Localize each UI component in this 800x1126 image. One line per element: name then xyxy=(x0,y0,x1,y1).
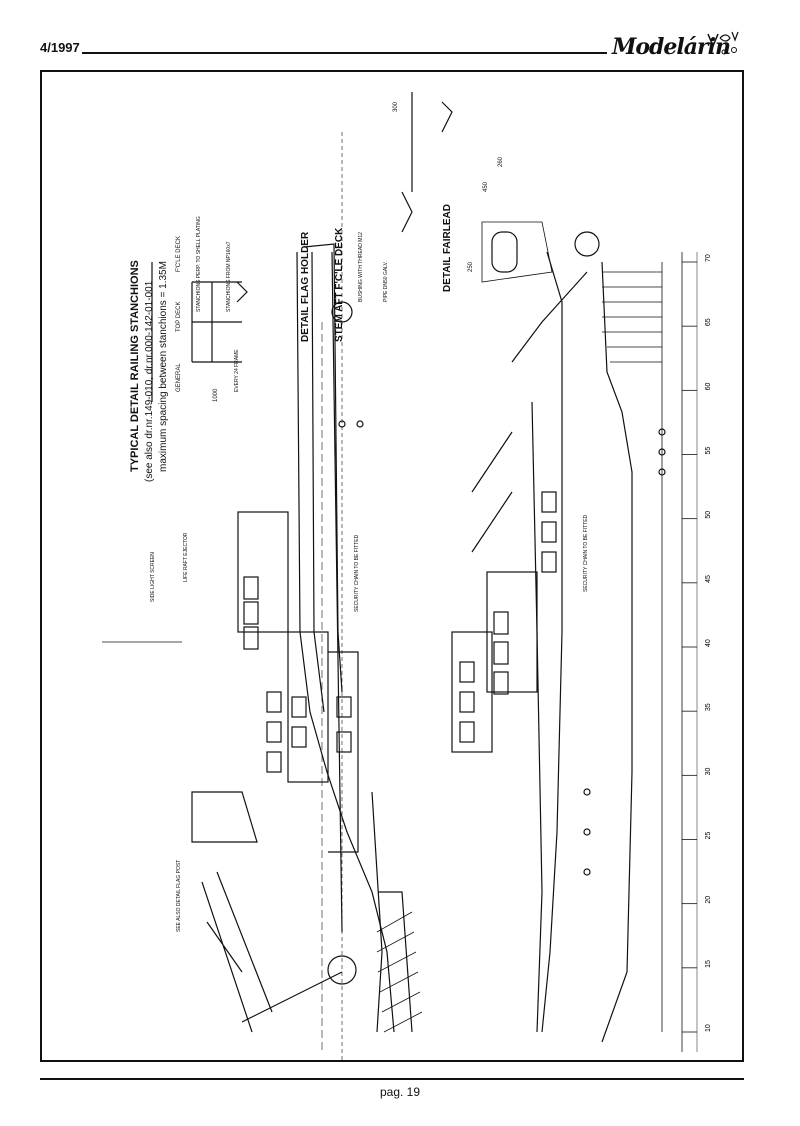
magazine-brand: Modelárin xyxy=(612,34,731,60)
dim-1000: 1000 xyxy=(213,388,219,402)
stanchions-shell-note: STANCHIONS PERP. TO SHELL PLATING xyxy=(196,216,202,312)
upper-wheelhouse xyxy=(237,511,289,633)
security-chain-note-upper: SECURITY CHAIN TO BE FITTED xyxy=(354,534,360,612)
frame-number: 50 xyxy=(705,511,712,519)
header-rule xyxy=(82,52,607,54)
fairlead-detail xyxy=(491,231,518,273)
issue-number: 4/1997 xyxy=(40,40,80,55)
bushing-note: BUSHING WITH THREAD M12 xyxy=(358,232,364,302)
every-frame-note: EVERY 24 FRAME xyxy=(234,349,240,392)
railing-see-also: (see also dr.nr.149-010, dr.nr.000-142-0… xyxy=(144,280,155,482)
lower-hull-outline xyxy=(541,251,563,1033)
stem-deck-title: STEM AFT F'C'LE DECK xyxy=(334,227,345,342)
security-chain-note-lower: SECURITY CHAIN TO BE FITTED xyxy=(583,514,589,592)
drawing-frame: TYPICAL DETAIL RAILING STANCHIONS (see a… xyxy=(40,70,744,1062)
frame-number: 25 xyxy=(705,832,712,840)
footer-rule xyxy=(40,1078,744,1080)
dim-450: 450 xyxy=(483,181,489,192)
dim-300: 300 xyxy=(393,101,399,112)
frame-number: 35 xyxy=(705,703,712,711)
frame-number: 45 xyxy=(705,575,712,583)
frame-number: 10 xyxy=(705,1024,712,1032)
flag-holder-title: DETAIL FLAG HOLDER xyxy=(300,231,311,342)
frame-number: 70 xyxy=(705,254,712,262)
lower-deck-line xyxy=(531,401,543,1033)
frame-number: 65 xyxy=(705,318,712,326)
frame-number: 15 xyxy=(705,960,712,968)
frame-number: 60 xyxy=(705,382,712,390)
page-number: pag. 19 xyxy=(379,1085,421,1099)
upper-bulwark xyxy=(331,251,343,933)
stanchions-from-note: STANCHIONS FROM NP160x7 xyxy=(226,241,232,312)
col-fcle-deck: F'C'LE DECK xyxy=(176,236,182,272)
liferaft-note: LIFE RAFT EJECTOR xyxy=(183,532,189,582)
pipe-note: PIPE DN50 GALV. xyxy=(383,261,389,302)
frame-number: 20 xyxy=(705,896,712,904)
fairlead-title: DETAIL FAIRLEAD xyxy=(442,204,453,292)
frame-number: 55 xyxy=(705,447,712,455)
upper-hull-outline xyxy=(296,251,395,1033)
frame-number: 40 xyxy=(705,639,712,647)
brand-logo-icon xyxy=(707,31,739,55)
railing-max-spacing: maximum spacing between stanchions = 1.3… xyxy=(158,261,169,472)
col-top-deck: TOP DECK xyxy=(176,302,182,332)
side-light-note: SIDE LIGHT SCREEN xyxy=(150,552,156,602)
see-flag-post-note: SEE ALSO DETAIL FLAG POST xyxy=(176,860,182,932)
col-general: GENERAL xyxy=(176,363,182,392)
frame-number-scale: 10 15 20 25 30 35 40 45 50 55 60 65 70 xyxy=(682,254,712,1033)
railing-detail-title: TYPICAL DETAIL RAILING STANCHIONS xyxy=(129,260,141,472)
dim-250: 250 xyxy=(468,261,474,272)
upper-aframe xyxy=(191,791,258,843)
dim-260: 260 xyxy=(498,156,504,167)
frame-number: 30 xyxy=(705,767,712,775)
ship-plan-drawing: TYPICAL DETAIL RAILING STANCHIONS (see a… xyxy=(102,92,712,1060)
